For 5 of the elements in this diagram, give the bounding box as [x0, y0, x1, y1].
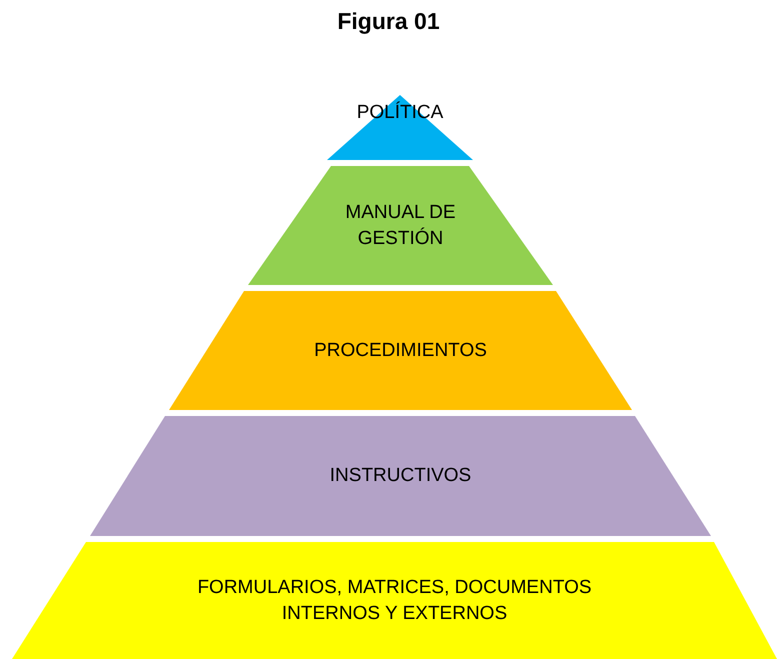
tier-label: INSTRUCTIVOS [328, 464, 472, 488]
tier-label: MANUAL DE GESTIÓN [344, 200, 457, 250]
tier-label: FORMULARIOS, MATRICES, DOCUMENTOS INTERNOS Y EXTERNOS [196, 576, 593, 626]
figure-title: Figura 01 [336, 8, 441, 35]
tier-label: PROCEDIMIENTOS [313, 338, 488, 362]
